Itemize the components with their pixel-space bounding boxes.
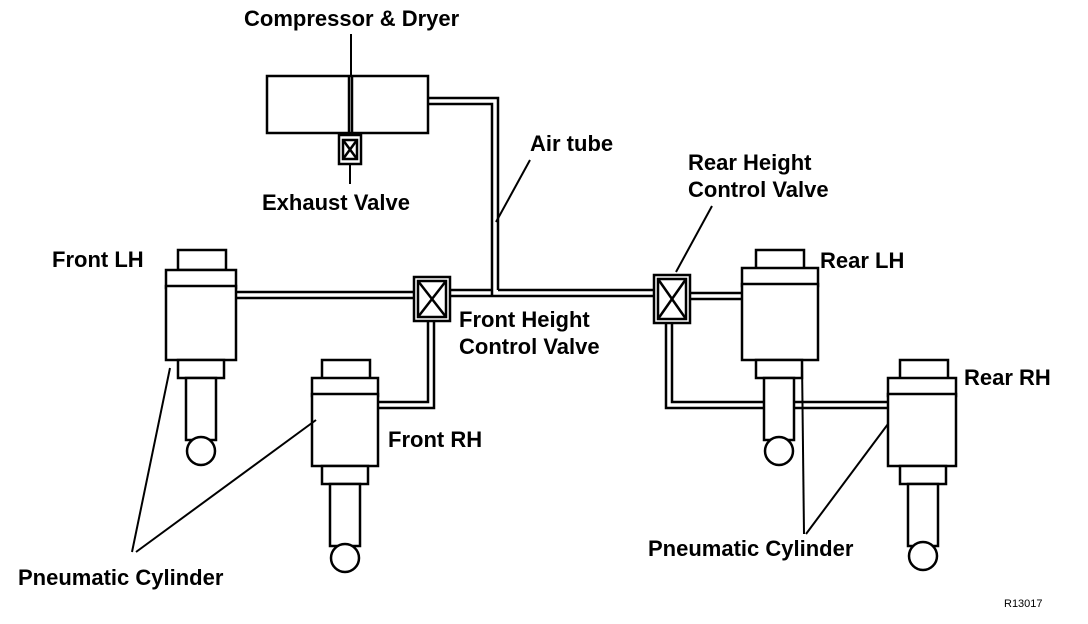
leader-rear-valve	[675, 205, 713, 273]
label-rear-height-valve-2: Control Valve	[688, 177, 829, 202]
front-rh-cylinder	[310, 358, 380, 574]
label-front-rh: Front RH	[388, 427, 483, 452]
label-air-tube: Air tube	[530, 131, 614, 156]
label-front-height-valve-2: Control Valve	[459, 334, 600, 359]
rear-lh-cylinder	[740, 248, 820, 467]
rear-rh-tube	[664, 323, 888, 410]
figure-code: R13017	[1004, 598, 1043, 610]
front-height-control-valve	[412, 275, 452, 323]
air-tube	[428, 96, 654, 298]
exhaust-valve	[337, 133, 363, 184]
label-rear-height-valve-1: Rear Height	[688, 150, 812, 175]
label-pneumatic-cylinder-front: Pneumatic Cylinder	[18, 565, 224, 590]
leader-air-tube	[495, 159, 531, 223]
front-lh-tube	[236, 290, 416, 300]
label-front-height-valve-1: Front Height	[459, 307, 590, 332]
front-rh-tube	[378, 321, 436, 410]
compressor-dryer	[265, 74, 430, 135]
label-rear-lh: Rear LH	[820, 248, 905, 273]
rear-rh-cylinder	[886, 358, 958, 572]
rear-height-control-valve	[652, 273, 692, 325]
leader-rear-pneumatic	[801, 361, 889, 535]
label-front-lh: Front LH	[52, 247, 144, 272]
label-exhaust-valve: Exhaust Valve	[262, 190, 410, 215]
leader-front-pneumatic	[131, 367, 317, 553]
label-compressor-dryer: Compressor & Dryer	[244, 6, 460, 31]
label-rear-rh: Rear RH	[964, 365, 1051, 390]
front-lh-cylinder	[164, 248, 238, 467]
label-pneumatic-cylinder-rear: Pneumatic Cylinder	[648, 536, 854, 561]
rear-lh-tube	[690, 291, 742, 301]
